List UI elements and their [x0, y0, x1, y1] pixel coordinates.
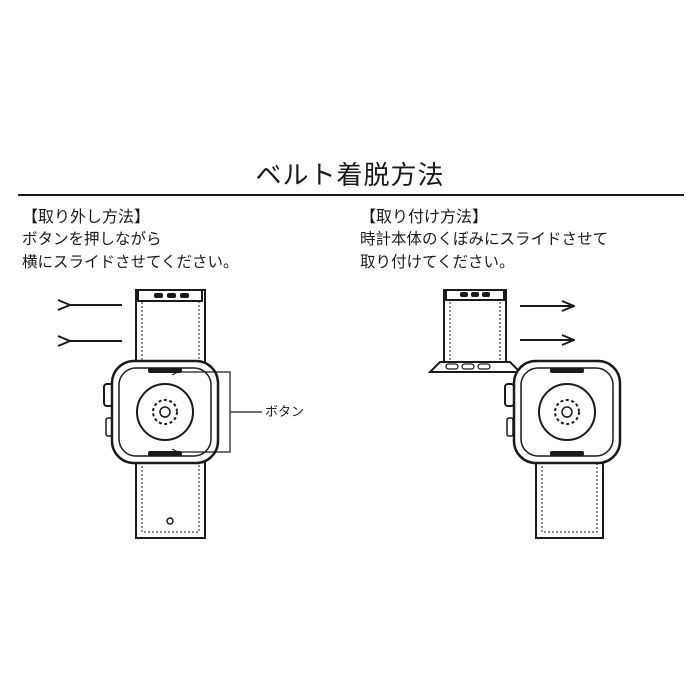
remove-instruction-line-1: ボタンを押しながら [22, 230, 162, 248]
strap-adapter [427, 361, 523, 373]
right-lower-strap [535, 457, 604, 539]
attach-section: 【取り付け方法】 時計本体のくぼみにスライドさせて 取り付けてください。 [360, 205, 608, 274]
attach-arrows [520, 306, 574, 340]
sensor-outer [136, 383, 194, 441]
title-divider [18, 194, 684, 196]
lower-strap [135, 457, 206, 539]
watch-body-right [504, 359, 622, 539]
right-digital-crown [504, 383, 515, 407]
detached-strap [427, 289, 523, 373]
release-button-top [148, 368, 182, 373]
button-callout-bracket [190, 371, 262, 453]
watch-with-strap [103, 289, 220, 539]
attach-heading: 【取り付け方法】 [360, 207, 489, 226]
remove-heading: 【取り外し方法】 [22, 207, 151, 226]
release-button-bottom [148, 451, 182, 456]
remove-arrows [70, 305, 122, 341]
strap-hole [166, 517, 174, 525]
attach-instruction-line-2: 取り付けてください。 [360, 253, 515, 271]
attach-instruction-line-1: 時計本体のくぼみにスライドさせて [360, 230, 609, 248]
remove-instruction-line-2: 横にスライドさせてください。 [22, 253, 239, 271]
sensor-inner [152, 399, 178, 425]
page-title: ベルト着脱方法 [255, 161, 445, 191]
remove-section: 【取り外し方法】 ボタンを押しながら 横にスライドさせてください。 [22, 205, 239, 274]
right-sensor-outer [538, 383, 596, 441]
lower-strap-stitching [141, 458, 200, 533]
button-callout-label: ボタン [265, 405, 305, 420]
